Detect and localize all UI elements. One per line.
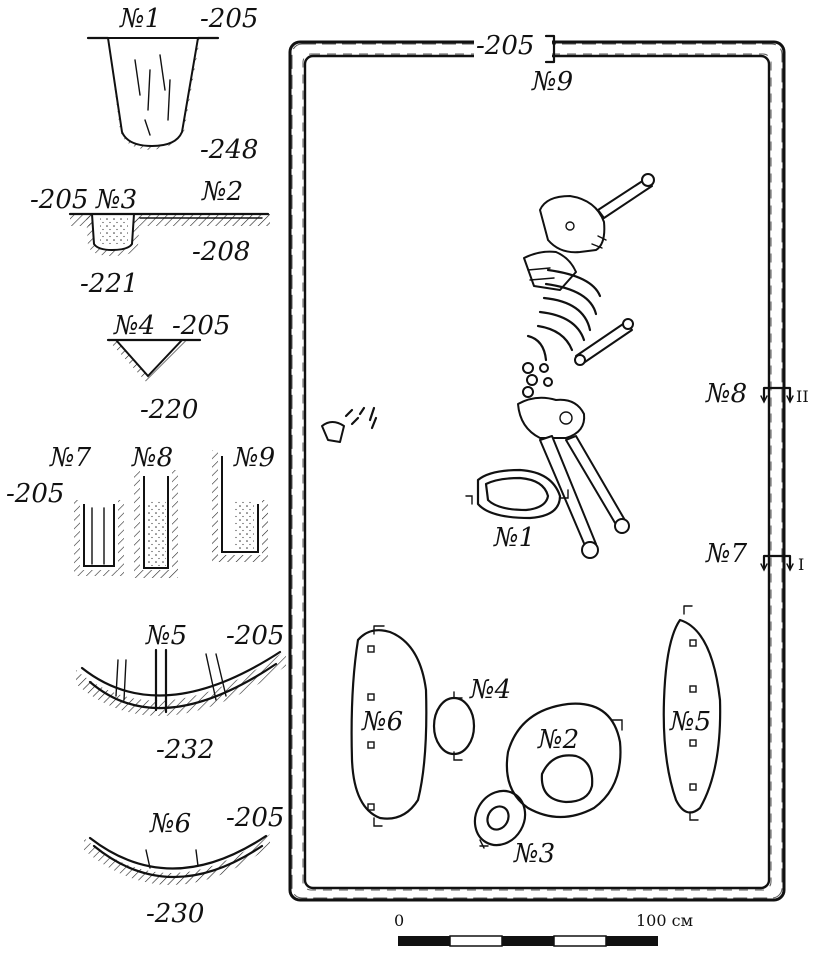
section-2-3-left-level: -205	[30, 185, 88, 215]
post-markers: II №8 I №7	[705, 379, 809, 574]
section-2-bottom-level: -208	[192, 237, 250, 267]
pit-6: №6	[350, 625, 428, 827]
post-9-label: №9	[531, 67, 573, 97]
section-2-label: №2	[201, 177, 243, 207]
section-2-3: -205 №3 №2 -208 -221	[30, 177, 270, 299]
section-5-top-level: -205	[226, 621, 284, 651]
section-4-label: №4	[113, 311, 155, 341]
grave-plan: -205 №9	[288, 31, 809, 902]
pit-6-label: №6	[361, 707, 403, 737]
post-8-label: №8	[705, 379, 747, 409]
pit-4: №4	[432, 675, 511, 761]
pit-1-label: №1	[493, 523, 535, 553]
skeleton	[517, 173, 655, 559]
plan-top-level: -205	[476, 31, 534, 61]
pit-3-label: №3	[513, 839, 555, 869]
pit-5-label: №5	[669, 707, 711, 737]
section-9-label: №9	[233, 443, 275, 473]
section-1-top-level: -205	[200, 4, 258, 34]
section-4: №4 -205 -220	[106, 311, 230, 425]
section-6-bottom-level: -230	[146, 899, 204, 929]
post-7-mark: I	[798, 555, 804, 574]
pit-2: №2	[505, 702, 623, 818]
pit-2-label: №2	[537, 725, 579, 755]
post-8-mark: II	[796, 387, 809, 406]
section-7-8-9: №7 №8 №9 -205	[6, 443, 275, 578]
section-7-8-9-level: -205	[6, 479, 64, 509]
section-1-bottom-level: -248	[200, 135, 258, 165]
section-1-label: №1	[119, 4, 161, 34]
pit-1: №1	[465, 468, 569, 553]
section-6-label: №6	[149, 809, 191, 839]
section-5-bottom-level: -232	[156, 735, 214, 765]
scale-start: 0	[394, 911, 404, 930]
section-4-bottom-level: -220	[140, 395, 198, 425]
scale-end: 100 см	[636, 911, 693, 930]
section-8-label: №8	[131, 443, 173, 473]
section-7-label: №7	[49, 443, 92, 473]
bone-fragments	[321, 406, 378, 443]
post-7-label: №7	[705, 539, 748, 569]
section-3-bottom-level: -221	[80, 269, 138, 299]
pit-4-label: №4	[469, 675, 511, 705]
pit-5: №5	[662, 605, 722, 821]
section-6: №6 -205 -230	[84, 803, 284, 929]
section-3-label: №3	[95, 185, 137, 215]
section-4-top-level: -205	[172, 311, 230, 341]
scale-bar: 0 100 см	[394, 911, 693, 947]
section-1: №1 -205 -248	[86, 4, 258, 165]
section-5: №5 -205 -232	[76, 621, 286, 765]
section-6-top-level: -205	[226, 803, 284, 833]
pit-3: №3	[473, 789, 555, 869]
section-5-label: №5	[145, 621, 187, 651]
